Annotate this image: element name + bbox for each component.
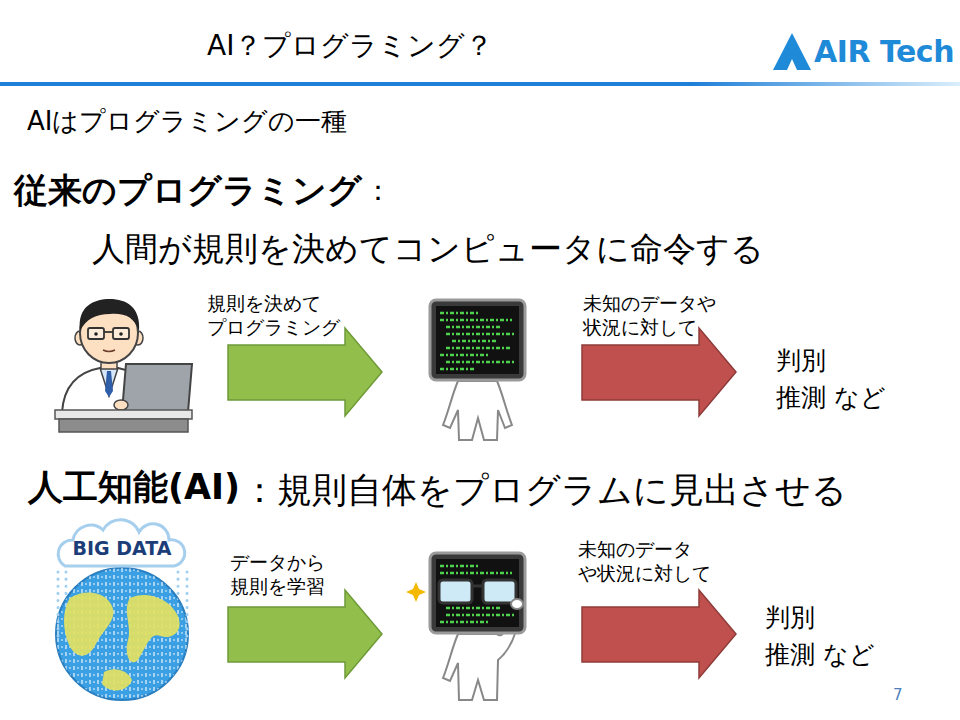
computer-figure-learning-part-part <box>446 614 514 617</box>
result-text: 推測 など <box>765 640 875 670</box>
computer-figure-part-part <box>446 326 500 329</box>
big-data-globe <box>56 520 188 700</box>
programmer-illustration-part <box>100 368 118 396</box>
computer-figure-learning-part <box>483 580 516 603</box>
section-description: 人間が規則を決めてコンピュータに命令する <box>92 229 764 269</box>
red-arrow <box>582 590 736 678</box>
programmer-illustration-part <box>113 328 129 339</box>
arrow-label: 未知のデータ や状況に対して <box>578 538 711 586</box>
arrow-label: 未知のデータや 状況に対して <box>583 292 716 340</box>
header-rule <box>0 82 960 86</box>
computer-figure <box>430 300 525 440</box>
computer-figure-part <box>436 306 519 374</box>
big-data-globe-part-part <box>65 572 68 600</box>
computer-figure-learning-part <box>430 553 525 633</box>
page-number: 7 <box>893 686 903 704</box>
programmer-illustration-part <box>80 299 140 331</box>
big-data-globe-part-part <box>177 572 180 600</box>
red-arrow <box>582 328 736 416</box>
computer-figure-part <box>443 381 512 440</box>
big-data-globe-part-part <box>127 595 180 662</box>
big-data-globe-part <box>58 520 185 566</box>
programmer-illustration-part <box>103 350 115 352</box>
big-data-globe-part-part <box>102 669 132 690</box>
green-arrow <box>228 590 382 678</box>
computer-figure-learning-part <box>472 585 483 588</box>
big-data-globe-part-part <box>56 568 188 700</box>
result-text: 判別 <box>776 346 826 376</box>
programmer-illustration-part <box>122 364 192 412</box>
big-data-globe-part-part <box>64 592 113 655</box>
arrow-label: 規則を決めて プログラミング <box>207 292 340 340</box>
computer-figure-part-part <box>440 312 480 315</box>
section-description: ：規則自体をプログラムに見出させる <box>242 469 847 511</box>
arrow-label: データから 規則を学習 <box>230 551 325 599</box>
big-data-globe-part-part <box>186 572 189 640</box>
slide-title: AI？プログラミング？ <box>207 29 493 63</box>
big-data-globe-part <box>56 568 188 700</box>
computer-figure-learning-part-part <box>446 607 500 610</box>
computer-figure-learning-part-part <box>440 572 512 575</box>
heading-colon: ： <box>364 174 392 208</box>
logo-mark <box>773 33 811 70</box>
result-text: 推測 など <box>776 383 886 413</box>
computer-figure-learning <box>406 553 525 700</box>
programmer-illustration-part <box>94 332 98 336</box>
programmer-illustration-part <box>105 371 113 397</box>
green-arrow <box>228 328 382 416</box>
result-text: 判別 <box>765 603 815 633</box>
computer-figure-part-part <box>446 333 514 336</box>
programmer-illustration-part <box>114 400 128 410</box>
computer-figure-learning-part <box>406 582 426 602</box>
computer-figure-learning-part-part <box>440 565 480 568</box>
computer-figure-part-part <box>452 340 496 343</box>
programmer-illustration-part <box>59 419 188 432</box>
computer-figure-part-part <box>446 361 514 364</box>
big-data-globe-part <box>58 572 187 640</box>
computer-figure-learning-part <box>511 599 523 609</box>
computer-figure-part <box>440 313 514 369</box>
programmer-illustration <box>55 299 192 432</box>
data-label: BIG DATA <box>73 537 172 560</box>
programmer-illustration-part <box>104 331 113 333</box>
section-heading: 人工知能(AI) <box>28 466 240 508</box>
big-data-globe-part-part <box>57 572 60 640</box>
big-data-globe-part <box>56 568 188 700</box>
logo-text: AIR Tech <box>814 34 954 70</box>
logo-mark-part <box>787 59 797 70</box>
programmer-illustration-part <box>55 410 192 419</box>
computer-figure-part-part <box>440 319 512 322</box>
section-heading: 従来のプログラミング <box>14 170 362 211</box>
computer-figure-part-part <box>446 347 510 350</box>
programmer-illustration-part <box>88 328 104 339</box>
computer-figure-learning-part <box>439 580 472 603</box>
computer-figure-learning-part <box>436 559 519 627</box>
logo-mark-part <box>773 33 811 70</box>
computer-figure-part-part <box>440 368 476 371</box>
intro-text: AIはプログラミングの一種 <box>27 106 347 137</box>
computer-figure-learning-part-part <box>440 621 488 624</box>
computer-figure-part <box>430 300 525 380</box>
computer-figure-part-part <box>440 354 488 357</box>
programmer-illustration-part <box>119 332 123 336</box>
